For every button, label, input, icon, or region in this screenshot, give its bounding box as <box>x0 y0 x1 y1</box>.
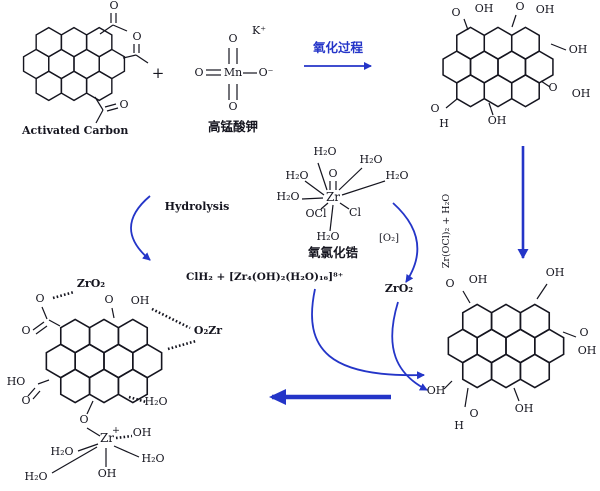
o-label: O <box>194 66 203 79</box>
kmno4-bonds <box>206 48 257 100</box>
o-label: O <box>445 277 454 290</box>
coordination-hashes <box>52 290 197 440</box>
o-label: O <box>228 100 237 113</box>
zr-complex-structure: H₂O H₂O O H₂O H₂O Zr H₂O OCl Cl H₂O 氧氯化锆 <box>276 145 408 260</box>
hydrolysis-product-formula: ClH₂ + [Zr₄(OH)₂(H₂O)₁₆]⁸⁺ <box>186 271 343 283</box>
oh-label: OH <box>536 3 555 16</box>
zr-loaded-product-structure: ZrO₂ O O O OH O₂Zr HO O H₂O O Zr + OH H₂… <box>7 277 223 483</box>
oxidized-carbon-structure: O OH O OH OH O OH O H OH <box>430 0 590 130</box>
o-label: O <box>104 293 113 306</box>
mn-label: Mn <box>224 66 242 79</box>
h-label: H <box>439 117 449 130</box>
zr-label: Zr <box>326 190 340 204</box>
o2-label: [O₂] <box>379 233 399 244</box>
complex-to-structure-arrow <box>311 288 425 380</box>
activated-carbon-structure: O O O Activated Carbon <box>21 0 149 137</box>
acetyl-bonds <box>94 13 149 124</box>
aromatic-flake <box>24 28 125 101</box>
o-label: O <box>548 81 557 94</box>
h-label: H <box>454 419 464 432</box>
group-bonds <box>27 306 140 474</box>
oh-label: OH <box>488 114 507 127</box>
oxidation-process-label: 氧化过程 <box>312 40 364 55</box>
aromatic-flake <box>46 319 161 402</box>
oh-label: OH <box>515 402 534 415</box>
o-label: O <box>515 0 524 13</box>
zro2-to-structure-arrow <box>391 301 428 391</box>
ocl-label: OCl <box>306 207 327 220</box>
functionalized-carbon-structure: O OH OH O OH OH O H OH <box>427 266 597 432</box>
ho-label: HO <box>7 375 26 388</box>
zr-bonds <box>301 162 386 232</box>
oh-label: OH <box>98 467 117 480</box>
oh-label: OH <box>475 2 494 15</box>
group-bonds <box>443 283 577 408</box>
h2o-label: H₂O <box>359 153 382 166</box>
o-label: O <box>228 32 237 45</box>
o-label: O <box>21 394 30 407</box>
o-label: O <box>579 326 588 339</box>
oh-label: OH <box>427 384 446 397</box>
activated-carbon-label: Activated Carbon <box>21 124 128 137</box>
o2-branch: [O₂] Zr(OCl)₂ + H₂O ZrO₂ <box>379 194 452 295</box>
zro2-label: ZrO₂ <box>77 277 105 290</box>
oh-label: OH <box>131 294 150 307</box>
o2zr-label: O₂Zr <box>194 324 222 337</box>
o-label: O <box>469 407 478 420</box>
aromatic-flake <box>448 304 563 387</box>
k-plus-label: K⁺ <box>252 24 266 37</box>
h2o-label: H₂O <box>313 145 336 158</box>
zrocl2-h2o-label: Zr(OCl)₂ + H₂O <box>441 194 452 269</box>
o-label: O <box>132 30 141 43</box>
o-label: O <box>79 413 88 426</box>
plus-sign: + <box>152 64 165 82</box>
oh-label: OH <box>133 426 152 439</box>
h2o-label: H₂O <box>316 230 339 243</box>
o-label: O <box>430 102 439 115</box>
oxidation-step: 氧化过程 <box>304 40 372 70</box>
h2o-label: H₂O <box>276 190 299 203</box>
oh-label: OH <box>469 273 488 286</box>
zr-complex-name-label: 氧氯化锆 <box>307 245 359 260</box>
hydrolysis-label: Hydrolysis <box>165 200 230 213</box>
o-label: O <box>109 0 118 12</box>
o-label: O <box>35 292 44 305</box>
kmno4-name-label: 高锰酸钾 <box>208 119 258 134</box>
h2o-label: H₂O <box>24 470 47 483</box>
o2-arrow <box>392 202 419 283</box>
o-label: O <box>328 167 337 180</box>
oh-label: OH <box>572 87 591 100</box>
zro2-label: ZrO₂ <box>385 282 413 295</box>
cl-label: Cl <box>349 206 361 219</box>
oh-label: OH <box>569 43 588 56</box>
kmno4-structure: O K⁺ O Mn O⁻ O 高锰酸钾 <box>194 24 273 134</box>
group-bonds <box>445 14 567 116</box>
oh-label: OH <box>578 344 597 357</box>
o-label: O <box>451 6 460 19</box>
h2o-label: H₂O <box>50 445 73 458</box>
o-label: O <box>21 324 30 337</box>
h2o-label: H₂O <box>144 395 167 408</box>
zr-label: Zr <box>100 431 114 445</box>
h2o-label: H₂O <box>385 169 408 182</box>
aromatic-flake <box>443 27 553 106</box>
o-label: O <box>119 98 128 111</box>
h2o-label: H₂O <box>141 452 164 465</box>
oh-label: OH <box>546 266 565 279</box>
hydrolysis-arrow <box>130 195 151 261</box>
hydrolysis-step: Hydrolysis <box>130 195 230 261</box>
zr-charge-label: + <box>112 425 120 436</box>
o-minus-label: O⁻ <box>259 66 274 79</box>
h2o-label: H₂O <box>285 169 308 182</box>
